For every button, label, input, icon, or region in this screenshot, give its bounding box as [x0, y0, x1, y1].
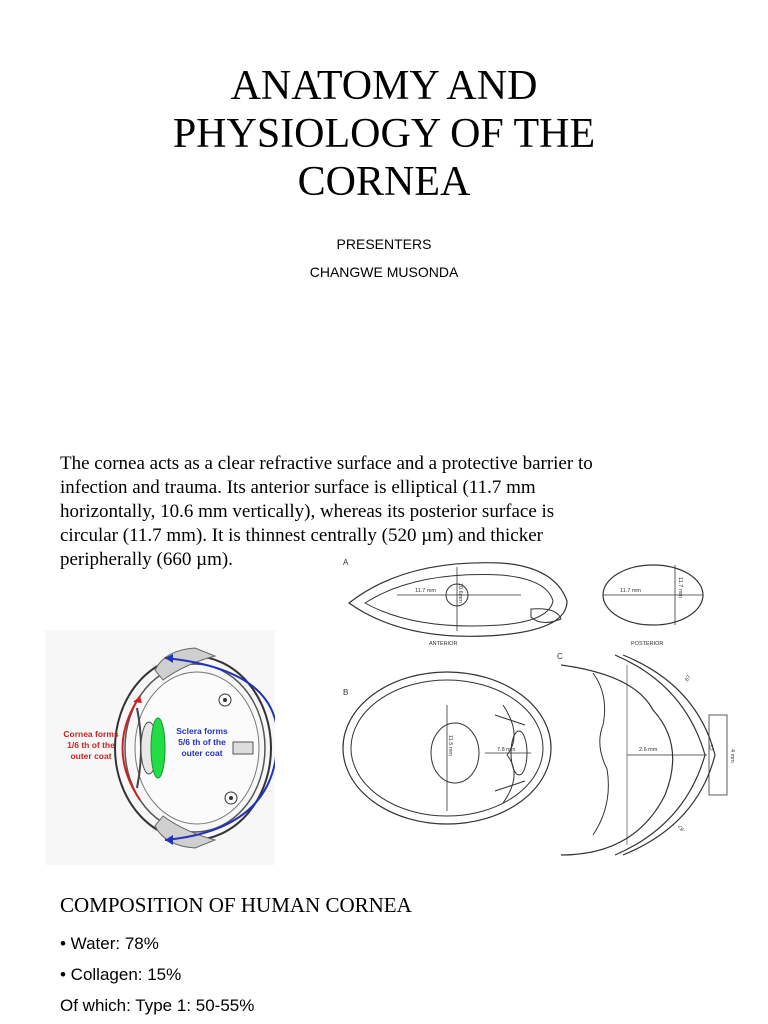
c-side-label: 4 mm	[729, 749, 735, 763]
c-thick-center-label: .52	[707, 743, 713, 751]
panel-b-label: B	[343, 688, 348, 697]
b-vertical-label: 11.5 mm	[447, 735, 453, 756]
cornea-label: Cornea forms	[63, 729, 119, 739]
a-horizontal-label: 11.7 mm	[415, 588, 436, 594]
a-vertical-label: 10.6mm	[457, 583, 463, 603]
a-post-horizontal-label: 11.7 mm	[620, 588, 641, 594]
title-line-3: CORNEA	[297, 159, 471, 205]
sclera-label: outer coat	[181, 748, 222, 758]
cornea-shape	[150, 717, 166, 779]
title-line-1: ANATOMY AND	[230, 63, 538, 109]
sclera-label: Sclera forms	[176, 726, 228, 736]
anterior-label: ANTERIOR	[429, 641, 457, 647]
slide-title: ANATOMY AND PHYSIOLOGY OF THE CORNEA	[0, 62, 768, 206]
outer-coat-diagram: Cornea forms 1/6 th of the outer coat Sc…	[45, 630, 275, 865]
c-depth-label: 2.6 mm	[639, 747, 658, 753]
b-horizontal-label: 7.8 mm	[497, 747, 516, 753]
intro-line: circular (11.7 mm). It is thinnest centr…	[60, 525, 543, 546]
cornea-label: outer coat	[70, 751, 111, 761]
panel-c-label: C	[557, 652, 563, 661]
c-thick-bottom-label: .67	[678, 823, 687, 833]
panel-a-label: A	[343, 558, 349, 567]
intro-line: horizontally, 10.6 mm vertically), where…	[60, 501, 555, 522]
composition-heading: COMPOSITION OF HUMAN CORNEA	[60, 893, 412, 917]
intro-line: peripherally (660 µm).	[60, 549, 233, 570]
composition-list: • Water: 78% • Collagen: 15% Of which: T…	[60, 928, 254, 1021]
cornea-dimensions-diagram: A B C 11.7 mm 10.6mm 11.7 mm 11.7 mm ANT…	[342, 558, 735, 856]
list-item: • Collagen: 15%	[60, 965, 182, 984]
list-item: Of which: Type 1: 50-55%	[60, 996, 255, 1015]
presenter-name: CHANGWE MUSONDA	[309, 264, 459, 280]
presenters-heading: PRESENTERS	[336, 236, 432, 252]
list-item: • Water: 78%	[60, 934, 159, 953]
c-thick-top-label: .67	[684, 674, 693, 684]
presenters-block: PRESENTERS CHANGWE MUSONDA	[0, 230, 768, 286]
a-post-vertical-label: 11.7 mm	[677, 577, 683, 598]
title-line-2: PHYSIOLOGY OF THE	[172, 111, 596, 157]
sclera-label: 5/6 th of the	[178, 737, 226, 747]
intro-paragraph: The cornea acts as a clear refractive su…	[60, 452, 720, 572]
posterior-label: POSTERIOR	[631, 641, 663, 647]
cornea-label: 1/6 th of the	[67, 740, 115, 750]
intro-line: The cornea acts as a clear refractive su…	[60, 453, 593, 474]
intro-line: infection and trauma. Its anterior surfa…	[60, 477, 536, 498]
